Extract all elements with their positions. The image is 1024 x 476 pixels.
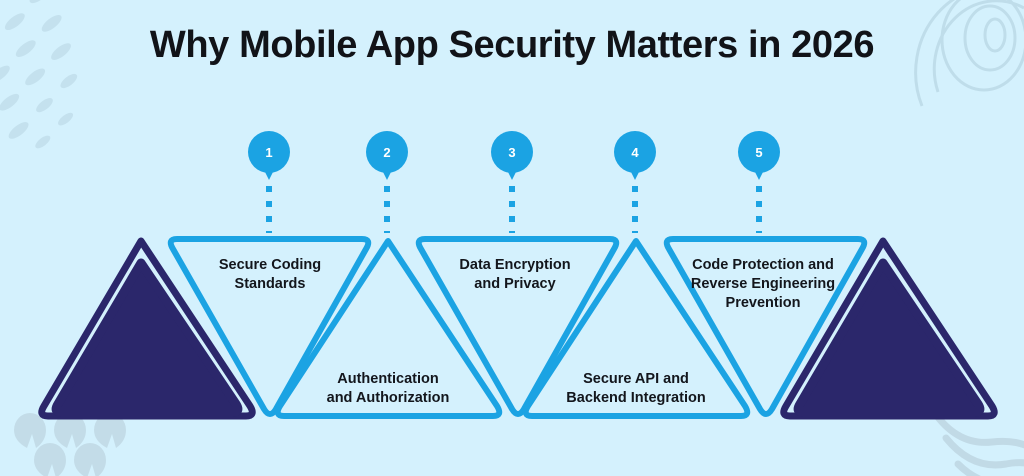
- step-badge-2[interactable]: 2: [366, 131, 408, 180]
- right-cap-fill: [793, 258, 985, 417]
- step-badge-3[interactable]: 3: [491, 131, 533, 180]
- connector-lines: [266, 186, 762, 233]
- step-3-shape: [415, 236, 620, 417]
- step-2-shape: [274, 238, 503, 419]
- step-badge-5[interactable]: 5: [738, 131, 780, 180]
- step-2-line-1: Authentication: [337, 371, 439, 387]
- badge-5-number: 5: [755, 145, 762, 160]
- step-1-line-2: Standards: [234, 276, 306, 293]
- step-4-shape: [522, 238, 751, 419]
- step-triangle-1[interactable]: [167, 236, 372, 417]
- step-5-shape: [663, 236, 868, 417]
- badge-4-circle: [614, 131, 656, 173]
- badge-1-number: 1: [265, 145, 272, 160]
- step-triangle-2[interactable]: [274, 238, 503, 419]
- step-1-shape: [167, 236, 372, 417]
- step-label-4: Secure API and Backend Integration: [541, 370, 731, 408]
- step-label-2: Authentication and Authorization: [293, 370, 483, 408]
- step-2-line-2: and Authorization: [326, 390, 450, 407]
- step-badge-4[interactable]: 4: [614, 131, 656, 180]
- step-3-line-2: and Privacy: [474, 276, 556, 293]
- step-label-3: Data Encryption and Privacy: [425, 256, 605, 294]
- step-label-5: Code Protection and Reverse Engineering …: [668, 256, 858, 313]
- right-end-cap: [780, 237, 998, 420]
- step-triangle-3[interactable]: [415, 236, 620, 417]
- step-badge-1[interactable]: 1: [248, 131, 290, 180]
- step-triangle-5[interactable]: [663, 236, 868, 417]
- step-5-line-3: Prevention: [725, 295, 801, 312]
- badge-4-number: 4: [631, 145, 639, 160]
- step-4-line-1: Secure API and: [583, 371, 689, 387]
- badge-2-circle: [366, 131, 408, 173]
- page-title: Why Mobile App Security Matters in 2026: [149, 24, 875, 66]
- badge-3-circle: [491, 131, 533, 173]
- step-4-line-2: Backend Integration: [566, 390, 706, 407]
- badge-3-number: 3: [508, 145, 515, 160]
- step-triangle-4[interactable]: [522, 238, 751, 419]
- left-cap-fill: [51, 258, 243, 417]
- badge-1-circle: [248, 131, 290, 173]
- left-end-cap: [38, 237, 256, 420]
- step-3-line-1: Data Encryption: [459, 257, 571, 273]
- step-5-line-2: Reverse Engineering: [690, 276, 836, 293]
- badge-2-number: 2: [383, 145, 390, 160]
- step-5-line-1: Code Protection and: [692, 257, 834, 273]
- badge-5-circle: [738, 131, 780, 173]
- step-label-1: Secure Coding Standards: [180, 256, 360, 294]
- step-1-line-1: Secure Coding: [218, 257, 322, 273]
